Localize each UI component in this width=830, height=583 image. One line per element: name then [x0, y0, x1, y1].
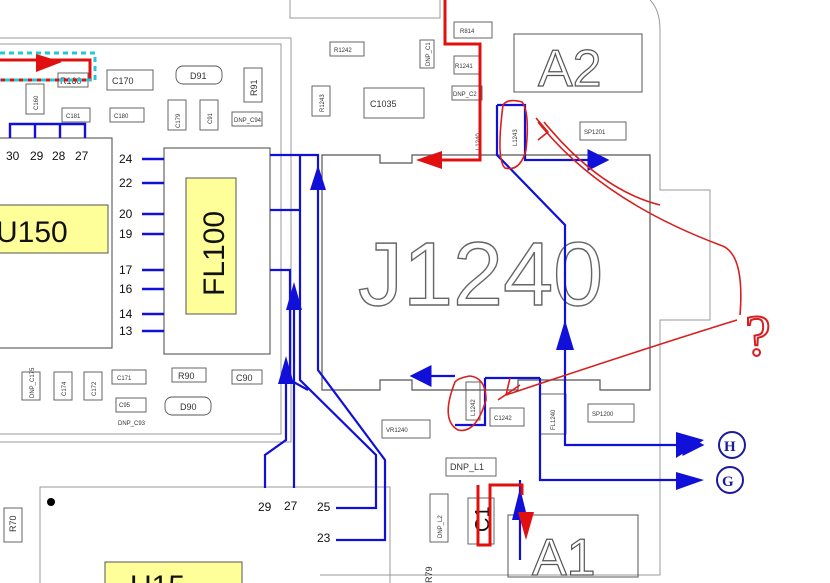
u-bottom-label: U15 [130, 570, 185, 583]
bottom-pin: 25 [317, 500, 331, 514]
a1-label: A1 [532, 529, 596, 583]
a2-label: A2 [538, 40, 602, 98]
r1242-label: R1242 [334, 48, 352, 54]
l1243-label: L1243 [513, 129, 519, 146]
c181-label: C181 [66, 114, 81, 120]
d91-label: D91 [190, 71, 207, 81]
blue-arrowheads [278, 165, 704, 520]
dnp-l2-label: DNP_L2 [438, 515, 444, 538]
fl1240-label: FL1240 [551, 409, 557, 430]
r91-label: R91 [249, 79, 259, 96]
board-outlines [0, 0, 711, 583]
left-pin: 14 [119, 307, 133, 321]
c95-label: C95 [119, 403, 131, 409]
left-pin: 19 [119, 227, 133, 241]
fl100-label: FL100 [198, 211, 231, 296]
j1240-label: J1240 [358, 225, 603, 325]
question-mark: ? [745, 303, 771, 368]
r79-label: R79 [424, 566, 434, 583]
u150-pin-ticks [8, 122, 164, 333]
top-pin: 27 [75, 149, 89, 163]
annotation-strokes [447, 99, 742, 432]
left-pin: 17 [119, 263, 133, 277]
dnp-c94-label: DNP_C94 [234, 118, 262, 124]
c160-label: C160 [34, 95, 40, 110]
top-pin-labels: 30 29 28 27 [6, 149, 89, 163]
left-pin: 20 [119, 207, 133, 221]
l1242-label: L1242 [471, 399, 477, 416]
c180-label: C180 [114, 114, 129, 120]
u-bottom-chip: U15 [47, 498, 243, 583]
bottom-pin: 27 [284, 499, 298, 513]
u150-chip: U150 [0, 137, 113, 349]
left-pin-labels: 24 22 20 19 17 16 14 13 [119, 152, 133, 338]
marker-g-label: G [722, 474, 734, 490]
u150-label: U150 [0, 216, 68, 249]
r90-label: R90 [178, 371, 195, 381]
top-pin: 30 [6, 149, 20, 163]
sp1201-label: SP1201 [584, 130, 606, 136]
dnp-c93-label: DNP_C93 [118, 421, 146, 427]
marker-h: H [718, 431, 746, 459]
c172-label: C172 [92, 381, 98, 396]
dnp-c175-label: DNP_C175 [30, 367, 36, 398]
c179-label: C179 [176, 113, 182, 128]
c90-label: C90 [236, 373, 253, 383]
dnp-c1-label: DNP_C1 [426, 42, 432, 66]
c1242-label: C1242 [494, 416, 512, 422]
bottom-pin: 29 [258, 500, 272, 514]
r70-label: R70 [8, 515, 18, 532]
c171-label: C171 [117, 376, 132, 382]
a1-pad: A1 [507, 514, 639, 583]
vr1240-label: VR1240 [386, 428, 408, 434]
r1243-label: R1243 [320, 94, 326, 112]
passive-components [3, 21, 635, 545]
left-pin: 24 [119, 152, 133, 166]
d90-label: D90 [180, 402, 197, 412]
blue-traces [263, 103, 705, 560]
red-arrowheads [36, 54, 534, 540]
c1035-label: C1035 [370, 99, 397, 109]
a2-pad: A2 [513, 33, 643, 99]
left-pin: 13 [119, 324, 133, 338]
marker-h-label: H [724, 439, 736, 455]
cyan-dash-outline [0, 51, 97, 82]
bottom-pin: 23 [317, 531, 331, 545]
r1241-label: R1241 [455, 64, 473, 70]
dnp-c2-label: DNP_C2 [453, 92, 477, 98]
left-pin: 16 [119, 282, 133, 296]
r814-label: R814 [460, 29, 475, 35]
dnp-l1-label: DNP_L1 [450, 462, 484, 472]
c91-label: C91 [208, 112, 214, 124]
j1240-connector: J1240 [321, 154, 651, 391]
c170-label: C170 [112, 76, 134, 86]
sp1200-label: SP1200 [592, 412, 614, 418]
fl100-filter: FL100 [163, 147, 271, 355]
c174-label: C174 [62, 381, 68, 396]
marker-g: G [716, 466, 744, 494]
bottom-pin-labels: 29 27 25 23 [258, 499, 331, 545]
top-pin: 28 [52, 149, 66, 163]
left-pin: 22 [119, 176, 133, 190]
top-pin: 29 [30, 149, 44, 163]
